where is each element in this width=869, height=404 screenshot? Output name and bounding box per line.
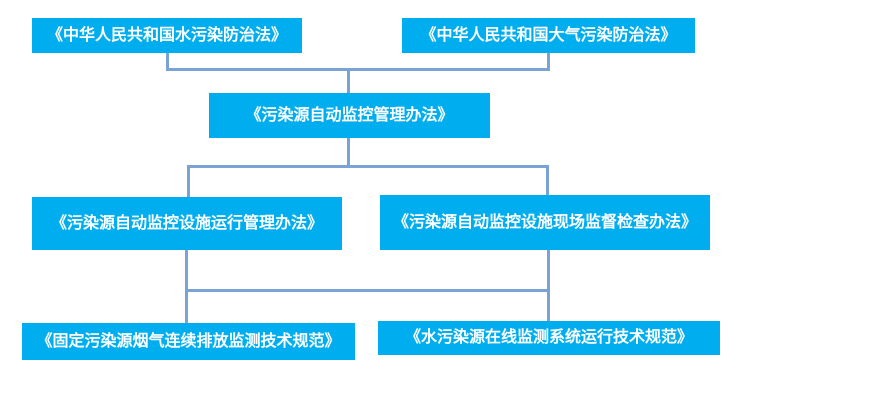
connector-top-bus <box>166 68 550 71</box>
node-air-pollution-law: 《中华人民共和国大气污染防治法》 <box>402 18 695 53</box>
connector-air-law-down <box>547 53 550 71</box>
connector-middle-bus <box>187 165 549 168</box>
connector-to-inspection-measures <box>546 165 549 195</box>
node-water-pollution-law: 《中华人民共和国水污染防治法》 <box>32 18 302 53</box>
connector-water-law-down <box>166 53 169 71</box>
connector-to-auto-monitoring <box>347 68 350 93</box>
node-auto-monitoring-measures: 《污染源自动监控管理办法》 <box>209 93 490 138</box>
connector-to-operation-measures <box>187 165 190 197</box>
node-onsite-inspection-measures: 《污染源自动监控设施现场监督检查办法》 <box>380 195 710 250</box>
connector-inspection-down <box>547 250 550 321</box>
connector-auto-monitoring-down <box>347 138 350 168</box>
connector-bottom-bus <box>185 289 550 292</box>
node-flue-gas-cems-spec: 《固定污染源烟气连续排放监测技术规范》 <box>22 323 355 360</box>
node-facility-operation-measures: 《污染源自动监控设施运行管理办法》 <box>32 197 342 250</box>
node-water-online-monitoring-spec: 《水污染源在线监测系统运行技术规范》 <box>378 321 720 355</box>
connector-operation-down <box>185 250 188 323</box>
